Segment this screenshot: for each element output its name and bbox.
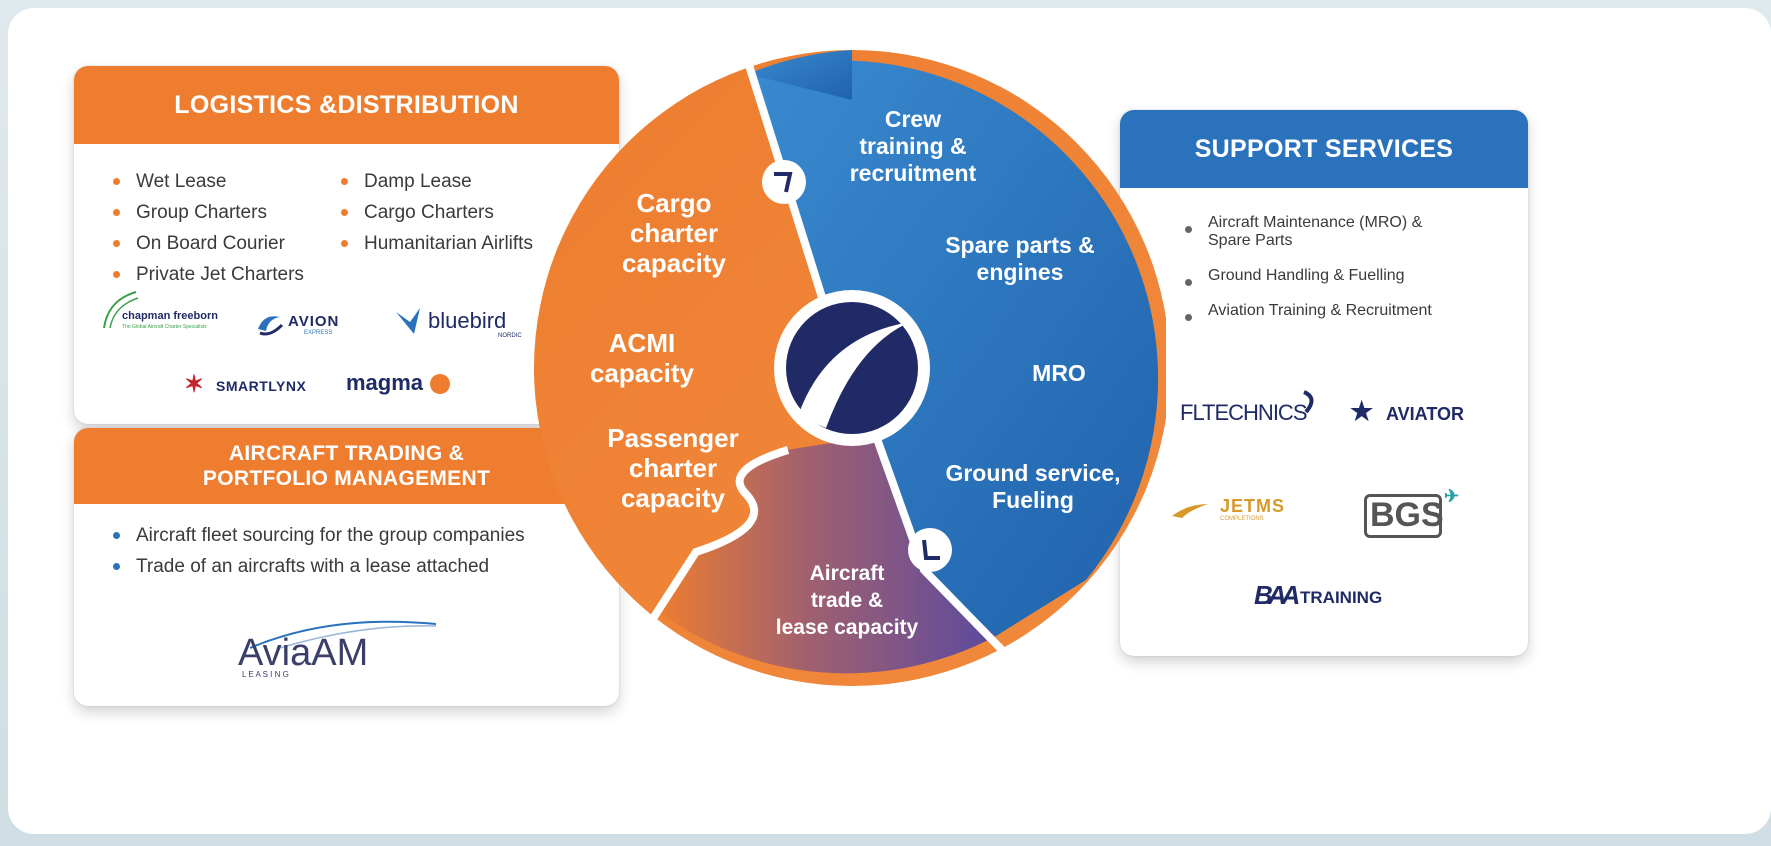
fl-technics-arc-icon: [1303, 390, 1314, 414]
list-item: Private Jet Charters: [110, 259, 330, 290]
aviaam-sub: L E A S I N G: [242, 670, 289, 679]
chevron-icon: [774, 172, 793, 193]
aviaam-leasing-logo: AviaAM L E A S I N G: [234, 618, 454, 688]
aviator-name: AVIATOR: [1386, 404, 1465, 424]
infographic-canvas: LOGISTICS &DISTRIBUTION Wet Lease Group …: [8, 8, 1771, 834]
wheel-blue-top: [748, 50, 852, 100]
list-item: Trade of an aircrafts with a lease attac…: [110, 551, 610, 582]
list-item: Cargo Charters: [338, 197, 608, 228]
aviaam-swoosh-icon: [249, 620, 437, 649]
bgs-plane-icon: ✈: [1444, 486, 1460, 506]
logistics-header: LOGISTICS &DISTRIBUTION: [74, 66, 619, 144]
jetms-sub: COMPLETIONS: [1220, 516, 1264, 522]
support-title: SUPPORT SERVICES: [1194, 134, 1454, 163]
chapman-name: chapman freeborn: [122, 310, 218, 322]
wheel-label-ground: Ground service, Fueling: [945, 460, 1121, 513]
jetms-wing-icon: [1172, 504, 1208, 518]
trading-title-line2: PORTFOLIO MANAGEMENT: [202, 467, 491, 490]
bluebird-icon: [396, 308, 420, 334]
wheel-label-passenger: Passenger charter capacity: [607, 423, 739, 513]
wheel-divider-3: [648, 446, 790, 623]
avion-name: AVION: [288, 313, 340, 330]
baa-training-name: TRAINING: [1300, 588, 1383, 607]
list-item: Humanitarian Airlifts: [338, 228, 608, 259]
wheel-label-spare: Spare parts & engines: [945, 232, 1095, 285]
logistics-list-col2: Damp Lease Cargo Charters Humanitarian A…: [338, 166, 608, 259]
list-item: Damp Lease: [338, 166, 608, 197]
wheel-label-acmi: ACMI capacity: [589, 328, 695, 388]
support-card: SUPPORT SERVICES Aircraft Maintenance (M…: [1120, 110, 1528, 656]
connector-bottom: [908, 528, 952, 572]
trading-header: AIRCRAFT TRADING & PORTFOLIO MANAGEMENT: [74, 428, 619, 504]
chapman-tagline: The Global Aircraft Charter Specialists: [122, 324, 207, 330]
magma-logo: magma: [346, 370, 466, 400]
support-list: Aircraft Maintenance (MRO) & Spare Parts…: [1182, 214, 1522, 321]
bluebird-nordic-logo: bluebird NORDIC: [394, 306, 524, 342]
smartlynx-star-icon: ✶: [184, 371, 205, 398]
avion-express-logo: AVION EXPRESS: [254, 311, 374, 341]
trading-title-line1: AIRCRAFT TRADING &: [228, 442, 465, 465]
wheel-label-cargo: Cargo charter capacity: [621, 188, 727, 278]
aviator-logo: ★ AVIATOR: [1350, 396, 1490, 430]
smartlynx-logo: ✶ SMARTLYNX: [184, 371, 324, 402]
list-item: Aviation Training & Recruitment: [1182, 302, 1522, 321]
bluebird-sub: NORDIC: [498, 333, 522, 339]
services-wheel: [534, 50, 1166, 686]
fl-technics-name: FLTECHNICS: [1180, 400, 1307, 425]
trading-list: Aircraft fleet sourcing for the group co…: [110, 520, 610, 582]
jetms-name: JETMS: [1220, 496, 1286, 516]
fl-technics-logo: FLTECHNICS: [1180, 390, 1330, 426]
wheel-label-mro: MRO: [1032, 360, 1086, 386]
bgs-frame: [1364, 494, 1442, 538]
logistics-list-col1: Wet Lease Group Charters On Board Courie…: [110, 166, 330, 290]
magma-icon: [430, 374, 450, 394]
smartlynx-name: SMARTLYNX: [216, 378, 307, 394]
list-item: Ground Handling & Fuelling: [1182, 267, 1522, 286]
aviator-star-icon: ★: [1350, 396, 1374, 426]
chapman-freeborn-logo: chapman freeborn The Global Aircraft Cha…: [100, 288, 230, 338]
aviaam-name: AviaAM: [238, 632, 369, 674]
wheel-label-crew: Crew training & recruitment: [849, 106, 977, 186]
support-header: SUPPORT SERVICES: [1120, 110, 1528, 188]
bgs-logo: BGS ✈: [1360, 486, 1470, 542]
list-item: Aircraft fleet sourcing for the group co…: [110, 520, 610, 551]
list-item: Aircraft Maintenance (MRO) & Spare Parts: [1182, 214, 1522, 250]
avion-sub: EXPRESS: [304, 330, 333, 336]
connector-top: [762, 160, 806, 204]
list-item: Wet Lease: [110, 166, 330, 197]
list-item: On Board Courier: [110, 228, 330, 259]
baa-training-logo: BAA TRAINING: [1254, 580, 1424, 614]
wheel-blue-segment: [748, 60, 1159, 637]
wheel-label-trade: Aircraft trade & lease capacity: [775, 562, 919, 639]
wheel-purple-segment: [656, 436, 996, 674]
avion-swoosh-icon: [258, 316, 284, 336]
chevron-icon: [922, 539, 940, 560]
jetms-logo: JETMS COMPLETIONS: [1170, 494, 1320, 528]
list-item: Group Charters: [110, 197, 330, 228]
trading-card: AIRCRAFT TRADING & PORTFOLIO MANAGEMENT …: [74, 428, 619, 706]
bgs-name: BGS: [1370, 496, 1444, 534]
center-logo-swoosh: [798, 322, 910, 428]
bluebird-name: bluebird: [428, 308, 507, 333]
magma-name: magma: [346, 370, 424, 395]
logistics-title: LOGISTICS &DISTRIBUTION: [174, 90, 519, 119]
chapman-swirl-icon: [103, 291, 139, 329]
baa-mark: BAA: [1254, 580, 1300, 610]
logistics-card: LOGISTICS &DISTRIBUTION Wet Lease Group …: [74, 66, 619, 424]
